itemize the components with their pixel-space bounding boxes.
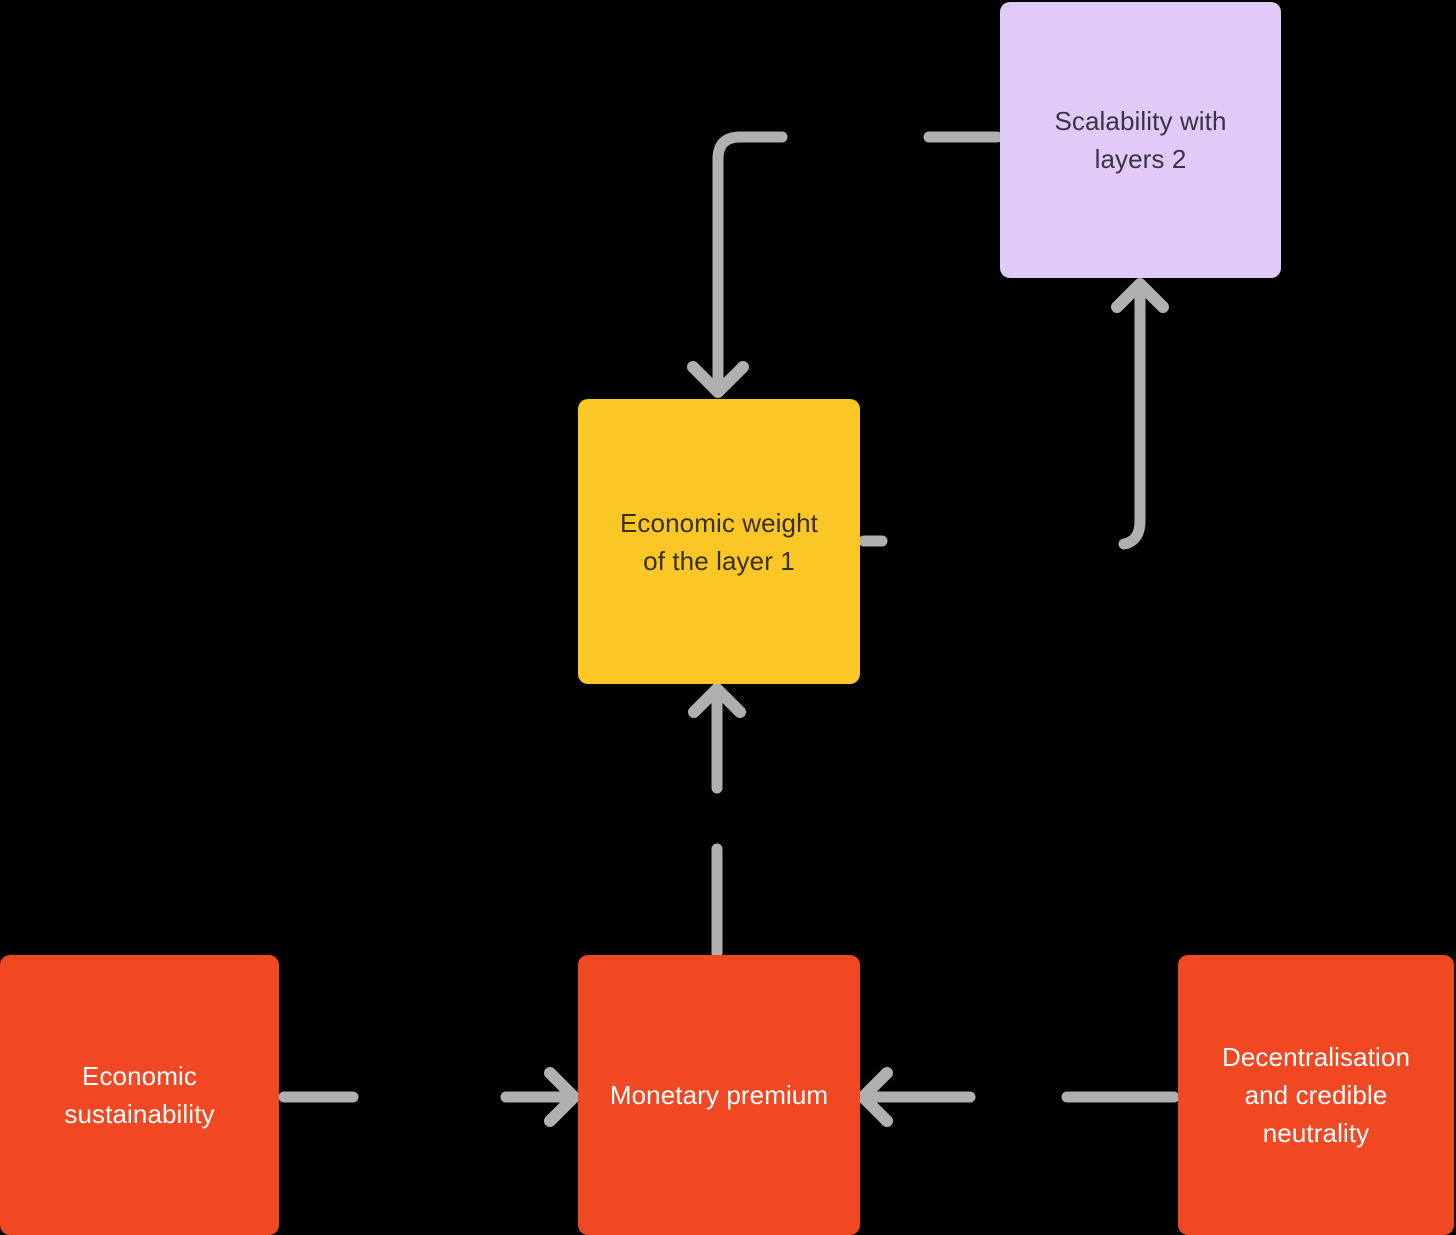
node-scalability-with-layers-2: Scalability with layers 2 [1000, 2, 1281, 278]
arrow-scalability-to-economic-weight [687, 131, 1003, 398]
arrowhead-right-icon [544, 1067, 580, 1127]
arrowhead-up-icon [688, 683, 746, 718]
node-label-line: layers 2 [1094, 144, 1187, 174]
arrow-monetary-premium-to-economic-weight [688, 683, 746, 959]
node-label-line: Economic [82, 1061, 197, 1091]
arrowhead-left-icon [857, 1067, 893, 1127]
arrow-decentralisation-to-monetary-premium [857, 1067, 1180, 1127]
node-monetary-premium: Monetary premium [578, 955, 860, 1235]
node-label-line: of the layer 1 [643, 545, 795, 576]
node-economic-weight-of-layer-1: Economic weight of the layer 1 [578, 399, 860, 684]
node-economic-sustainability: Economic sustainability [0, 955, 279, 1235]
node-label-line: Scalability with [1054, 106, 1227, 136]
node-label-line: sustainability [64, 1099, 215, 1129]
arrowhead-up-icon [1111, 278, 1169, 313]
arrow-economic-weight-to-scalability [858, 278, 1169, 550]
arrowhead-down-icon [687, 361, 749, 398]
node-label-line: and credible [1244, 1080, 1388, 1110]
node-label-line: Decentralisation [1221, 1042, 1411, 1072]
arrow-segment [712, 131, 788, 384]
node-decentralisation-and-credible-neutrality: Decentralisation and credible neutrality [1178, 955, 1454, 1235]
arrow-economic-sustainability-to-monetary-premium [278, 1067, 580, 1127]
node-label-line: Monetary premium [609, 1080, 829, 1110]
arrow-segment [1118, 290, 1146, 550]
node-label-line: Economic weight [619, 507, 819, 538]
node-label-line: neutrality [1262, 1118, 1370, 1148]
